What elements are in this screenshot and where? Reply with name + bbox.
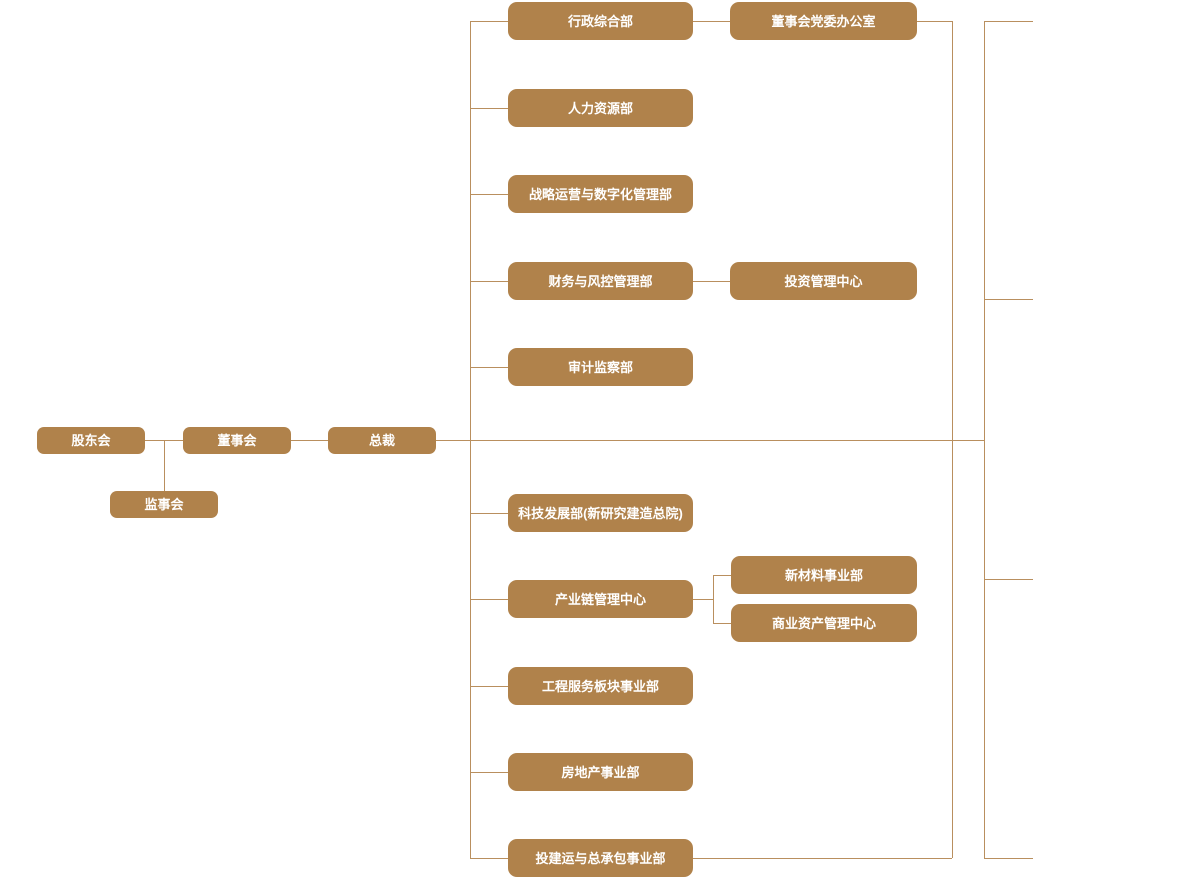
connector-line	[470, 194, 508, 195]
spine-left-column	[470, 21, 471, 858]
node-new-materials-division: 新材料事业部	[731, 556, 917, 594]
node-engineering-services-division: 工程服务板块事业部	[508, 667, 693, 705]
spine-far-right-rail	[984, 21, 985, 858]
connector-line	[470, 858, 508, 859]
connector-line	[164, 440, 165, 491]
node-tech-development-dept: 科技发展部(新研究建造总院)	[508, 494, 693, 532]
node-strategy-digital-dept: 战略运营与数字化管理部	[508, 175, 693, 213]
node-president: 总裁	[328, 427, 436, 454]
node-admin-general-dept: 行政综合部	[508, 2, 693, 40]
connector-line	[470, 108, 508, 109]
connector-line	[693, 599, 713, 600]
connector-line	[984, 858, 1033, 859]
node-shareholders-meeting: 股东会	[37, 427, 145, 454]
node-board-of-directors: 董事会	[183, 427, 291, 454]
connector-line	[470, 21, 508, 22]
connector-line	[693, 281, 730, 282]
node-board-party-office: 董事会党委办公室	[730, 2, 917, 40]
connector-line	[713, 575, 714, 623]
connector-line	[984, 21, 1033, 22]
node-industry-chain-center: 产业链管理中心	[508, 580, 693, 618]
connector-line	[470, 686, 508, 687]
connector-line	[470, 599, 508, 600]
connector-line	[917, 21, 952, 22]
connector-line	[713, 575, 731, 576]
connector-line	[470, 513, 508, 514]
connector-line	[693, 858, 952, 859]
connector-line	[984, 579, 1033, 580]
node-commercial-assets-center: 商业资产管理中心	[731, 604, 917, 642]
connector-line	[470, 367, 508, 368]
connector-line	[693, 21, 730, 22]
spine-right-rail	[952, 21, 953, 858]
connector-line	[984, 299, 1033, 300]
node-investment-management-center: 投资管理中心	[730, 262, 917, 300]
node-real-estate-division: 房地产事业部	[508, 753, 693, 791]
connector-line	[470, 772, 508, 773]
node-finance-risk-dept: 财务与风控管理部	[508, 262, 693, 300]
node-audit-supervision-dept: 审计监察部	[508, 348, 693, 386]
connector-trunk	[436, 440, 984, 441]
node-supervisory-board: 监事会	[110, 491, 218, 518]
connector-line	[713, 623, 731, 624]
connector-line	[291, 440, 328, 441]
node-hr-dept: 人力资源部	[508, 89, 693, 127]
connector-line	[470, 281, 508, 282]
node-investment-construction-epc-division: 投建运与总承包事业部	[508, 839, 693, 877]
